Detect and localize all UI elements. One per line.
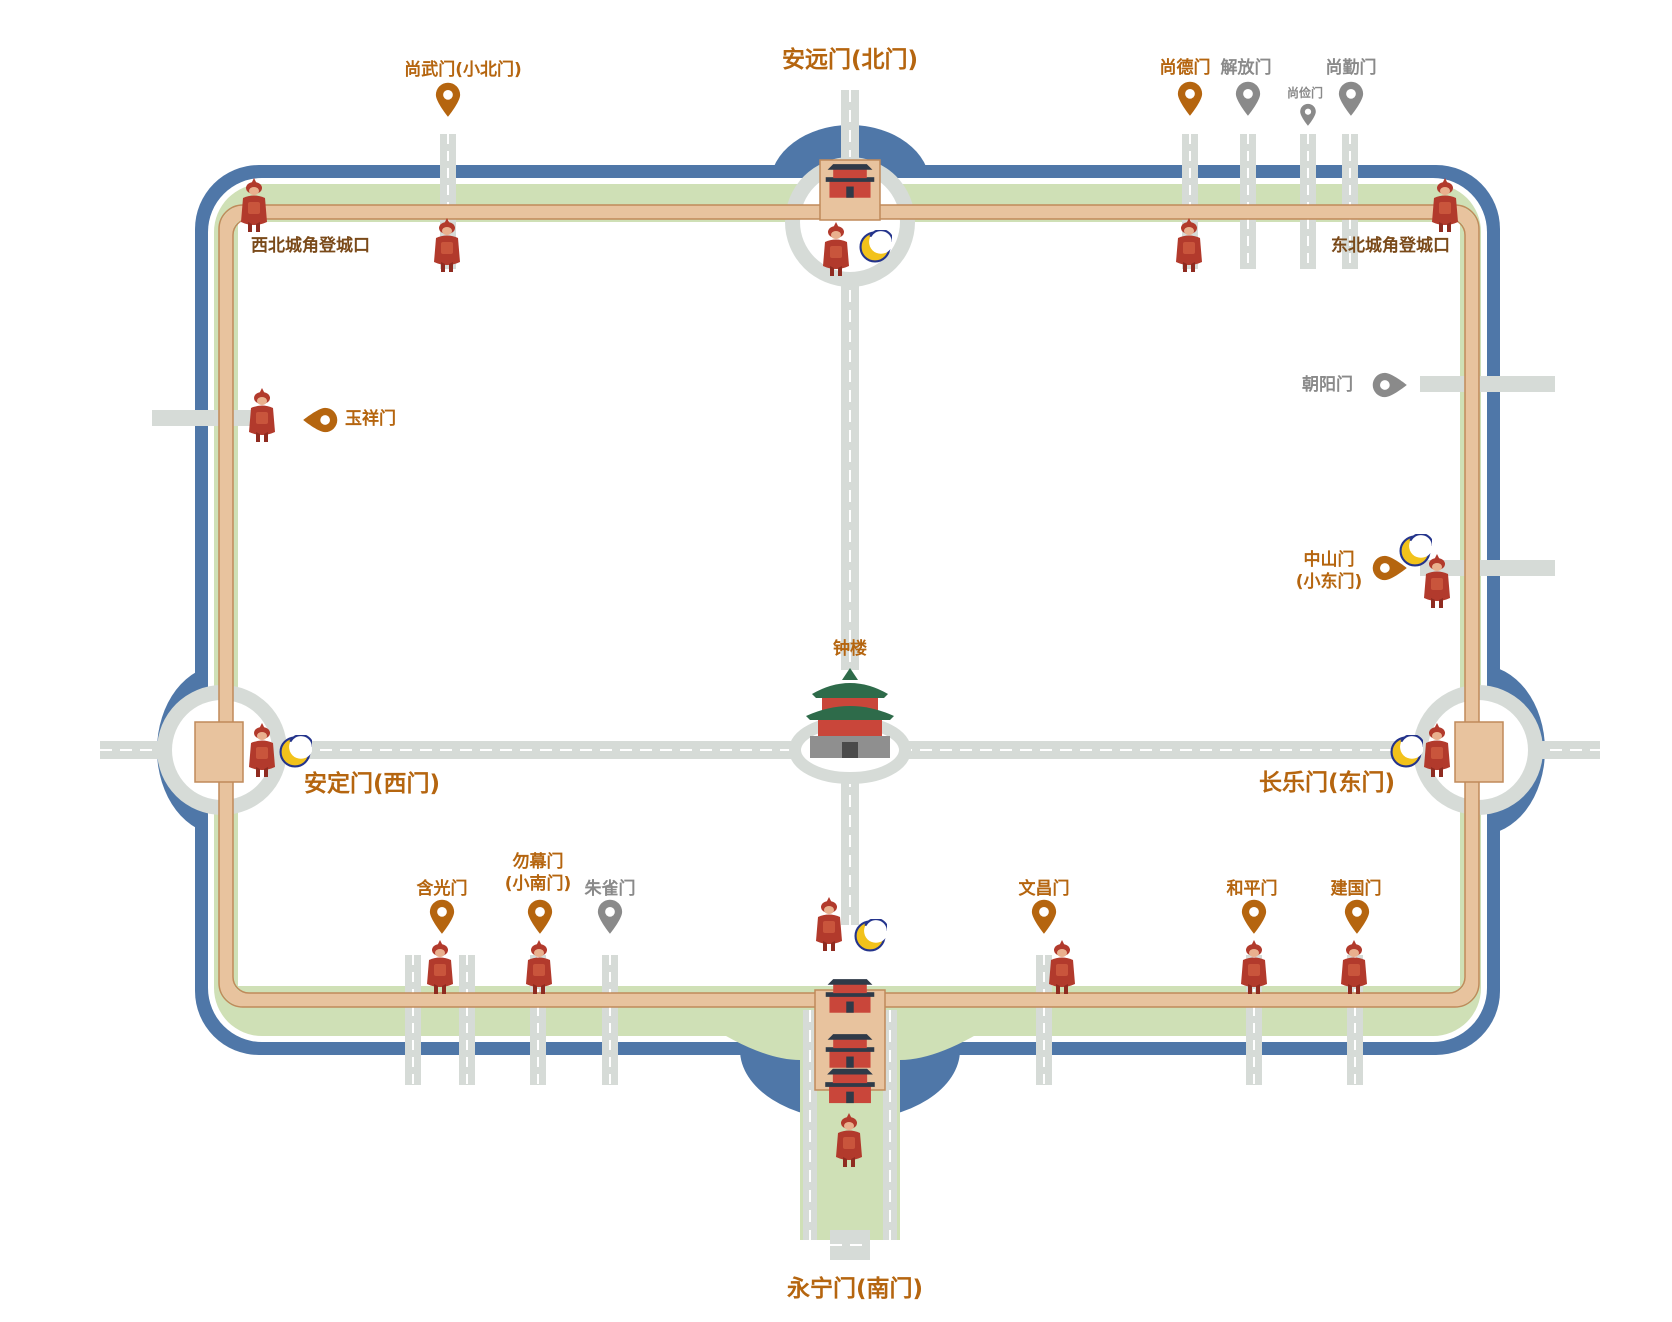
pin-shangjian-icon[interactable] bbox=[1300, 103, 1316, 126]
gate-label-shangqin[interactable]: 尚勤门 bbox=[1325, 58, 1377, 78]
gate-label-chaoyang[interactable]: 朝阳门 bbox=[1302, 375, 1353, 395]
bell-tower-icon[interactable] bbox=[806, 668, 894, 758]
road-zhongshan bbox=[1420, 560, 1555, 576]
pin-shangde-icon[interactable] bbox=[1177, 81, 1203, 116]
road-south-approach-right bbox=[883, 1010, 897, 1240]
gate-label-heping[interactable]: 和平门 bbox=[1226, 879, 1278, 899]
gate-label-zhuque[interactable]: 朱雀门 bbox=[584, 879, 636, 899]
north-gate-tower-icon[interactable] bbox=[825, 164, 875, 198]
south-gate-label[interactable]: 永宁门(南门) bbox=[786, 1276, 924, 1302]
northwest-corner-entrance-label[interactable]: 西北城角登城口 bbox=[251, 236, 370, 256]
gate-label-shangwu[interactable]: 尚武门(小北门) bbox=[404, 60, 522, 80]
bell-tower-part-0 bbox=[842, 668, 858, 680]
north-gate-label[interactable]: 安远门(北门) bbox=[781, 47, 919, 73]
northeast-corner-entrance-label[interactable]: 东北城角登城口 bbox=[1331, 236, 1450, 256]
gate-label-wumu-1[interactable]: 勿幕门 bbox=[512, 852, 564, 872]
pin-shangwu-icon[interactable] bbox=[435, 82, 461, 117]
road-south-approach-left bbox=[803, 1010, 817, 1240]
gate-label-zhongshan-2[interactable]: (小东门) bbox=[1295, 572, 1363, 592]
gate-label-shangjian[interactable]: 尚俭门 bbox=[1286, 86, 1324, 100]
bell-tower-part-1 bbox=[812, 683, 888, 698]
gate-label-jiefang[interactable]: 解放门 bbox=[1220, 58, 1272, 78]
pin-jiefang-icon[interactable] bbox=[1235, 81, 1261, 116]
road-chaoyang bbox=[1420, 376, 1555, 392]
gate-label-zhongshan-1[interactable]: 中山门 bbox=[1303, 550, 1355, 570]
bell-tower-part-6 bbox=[842, 742, 858, 758]
bell-tower-part-4 bbox=[818, 720, 882, 736]
gate-label-jianguo[interactable]: 建国门 bbox=[1330, 879, 1382, 899]
south-green-left bbox=[700, 1000, 800, 1060]
road-south-inner bbox=[841, 775, 859, 925]
gate-label-yuxiang[interactable]: 玉祥门 bbox=[345, 409, 396, 429]
road-shangde bbox=[1182, 134, 1198, 269]
gate-label-wumu-2[interactable]: (小南门) bbox=[504, 874, 572, 894]
gate-label-hanguang[interactable]: 含光门 bbox=[416, 879, 468, 899]
east-gate-label[interactable]: 长乐门(东门) bbox=[1258, 770, 1395, 796]
south-gate-tower-icon[interactable] bbox=[825, 979, 875, 1013]
road-hanguang-a bbox=[405, 955, 421, 1085]
road-shangqin bbox=[1342, 134, 1358, 269]
pin-shangqin-icon[interactable] bbox=[1338, 81, 1364, 116]
gate-label-shangde[interactable]: 尚德门 bbox=[1159, 58, 1211, 78]
road-shangjian bbox=[1300, 134, 1316, 269]
west-gate-label[interactable]: 安定门(西门) bbox=[304, 771, 441, 797]
road-jiefang bbox=[1240, 134, 1256, 269]
west-barbican bbox=[194, 721, 244, 783]
south-gate-outer-tower-icon[interactable] bbox=[825, 1068, 875, 1104]
gate-label-wenchang[interactable]: 文昌门 bbox=[1018, 879, 1070, 899]
bell-tower-title[interactable]: 钟楼 bbox=[833, 639, 867, 659]
bell-tower-part-3 bbox=[806, 706, 894, 720]
road-wenchang bbox=[1036, 955, 1052, 1085]
road-zhuque bbox=[602, 955, 618, 1085]
road-shangwu bbox=[440, 134, 456, 269]
road-hanguang-b bbox=[459, 955, 475, 1085]
road-yuxiang bbox=[152, 410, 252, 426]
east-barbican bbox=[1454, 721, 1504, 783]
south-gate-inner-tower-icon[interactable] bbox=[825, 1034, 875, 1068]
south-green-right bbox=[900, 1000, 1000, 1060]
